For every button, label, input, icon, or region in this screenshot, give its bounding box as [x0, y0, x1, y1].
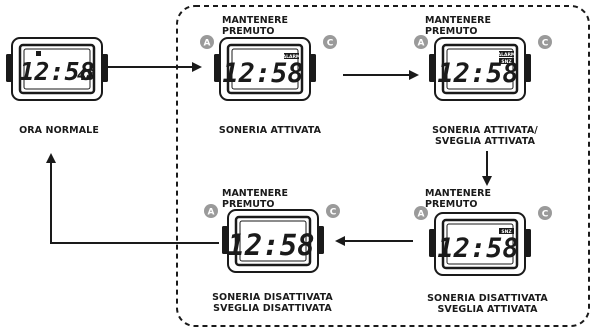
svg-text:C: C	[542, 39, 549, 49]
watch-alarm-off-snooze-off: 12:58	[220, 208, 326, 274]
svg-text:SNZ: SNZ	[501, 229, 512, 235]
svg-text:A: A	[418, 39, 425, 49]
svg-text:C: C	[542, 210, 549, 220]
snooze-indicator	[499, 58, 514, 64]
snooze-indicator	[499, 228, 514, 234]
caption-alarm-snooze-on: SONERIA ATTIVATA/SVEGLIA ATTIVATA	[432, 125, 538, 147]
svg-text:ALARM: ALARM	[498, 52, 516, 58]
mode-indicator	[36, 51, 41, 56]
button-a-icon: A	[204, 204, 218, 218]
watch-alarm-off-snooze-on: 12:58 SNZ	[427, 211, 533, 277]
svg-text:A: A	[418, 210, 425, 220]
caption-normal-time: ORA NORMALE	[19, 125, 99, 136]
button-c-icon: C	[538, 35, 552, 49]
button-c-icon: C	[326, 204, 340, 218]
button-a-icon: A	[200, 35, 214, 49]
button-c-icon: C	[538, 206, 552, 220]
alarm-indicator	[499, 51, 514, 57]
svg-text:ALARM: ALARM	[283, 54, 301, 60]
watch-alarm-snooze-on: 12:58 ALARM SNZ	[427, 36, 533, 102]
arrow-back-to-normal	[46, 153, 219, 244]
svg-text:A: A	[208, 208, 215, 218]
caption-alarm-on: SONERIA ATTIVATA	[218, 125, 322, 136]
svg-text:A: A	[204, 39, 211, 49]
button-a-icon: A	[414, 206, 428, 220]
svg-text:SNZ: SNZ	[501, 59, 512, 65]
lcd-seconds: 48	[77, 66, 95, 84]
svg-text:C: C	[327, 39, 334, 49]
button-a-icon: A	[414, 35, 428, 49]
alarm-indicator	[284, 53, 299, 59]
lcd-time-alarm: 12:58	[222, 58, 303, 89]
lcd-time-normal: 12:58	[19, 57, 94, 86]
lcd-time-alarm: 12:58	[227, 228, 314, 262]
watch-normal-time: 12:58 48	[4, 36, 110, 102]
lcd-time-alarm: 12:58	[437, 233, 518, 264]
dashed-frame	[176, 5, 590, 327]
watch-alarm-on: 12:58 ALARM	[212, 36, 318, 102]
button-c-icon: C	[323, 35, 337, 49]
svg-text:C: C	[330, 208, 337, 218]
